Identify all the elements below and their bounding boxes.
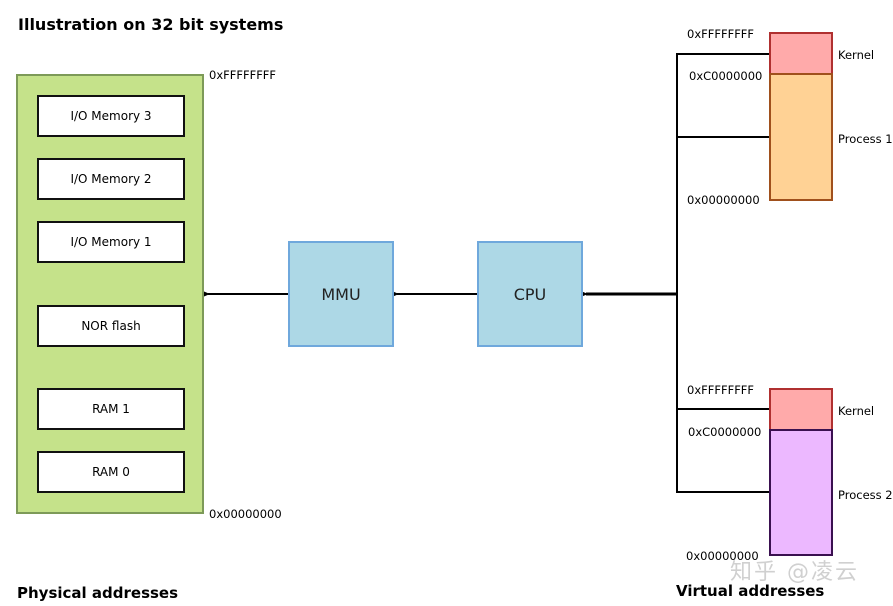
virtual-addresses-label: Virtual addresses: [676, 582, 825, 600]
bracket-process-2: [676, 290, 769, 493]
bracket-process-1: [676, 53, 769, 300]
region-ram-0: RAM 0: [37, 451, 185, 493]
vs2-kernel-start-address: 0xC0000000: [688, 425, 762, 439]
vs1-process-segment: [769, 73, 833, 201]
region-nor-flash: NOR flash: [37, 305, 185, 347]
vs2-bottom-address: 0x00000000: [686, 549, 759, 563]
vs1-kernel-label: Kernel: [838, 48, 875, 62]
vs1-bottom-address: 0x00000000: [687, 193, 760, 207]
vs1-process-label: Process 1: [838, 132, 893, 146]
vs2-process-segment: [769, 429, 833, 556]
physical-addresses-label: Physical addresses: [17, 584, 179, 602]
region-ram-1: RAM 1: [37, 388, 185, 430]
region-io-memory-1: I/O Memory 1: [37, 221, 185, 263]
region-io-memory-3: I/O Memory 3: [37, 95, 185, 137]
region-io-memory-2: I/O Memory 2: [37, 158, 185, 200]
vs1-kernel-start-address: 0xC0000000: [689, 69, 763, 83]
vs2-process-label: Process 2: [838, 488, 893, 502]
cpu-box: CPU: [477, 241, 583, 347]
diagram-title: Illustration on 32 bit systems: [18, 15, 284, 34]
vs2-kernel-label: Kernel: [838, 404, 875, 418]
watermark: 知乎 @凌云: [730, 560, 859, 585]
vs1-kernel-segment: [769, 32, 833, 75]
physical-bottom-address: 0x00000000: [209, 507, 282, 521]
mmu-box: MMU: [288, 241, 394, 347]
vs2-kernel-segment: [769, 388, 833, 431]
vs1-top-address: 0xFFFFFFFF: [687, 27, 755, 41]
vs2-top-address: 0xFFFFFFFF: [687, 383, 755, 397]
physical-top-address: 0xFFFFFFFF: [209, 68, 277, 82]
physical-memory-map: [16, 74, 204, 514]
